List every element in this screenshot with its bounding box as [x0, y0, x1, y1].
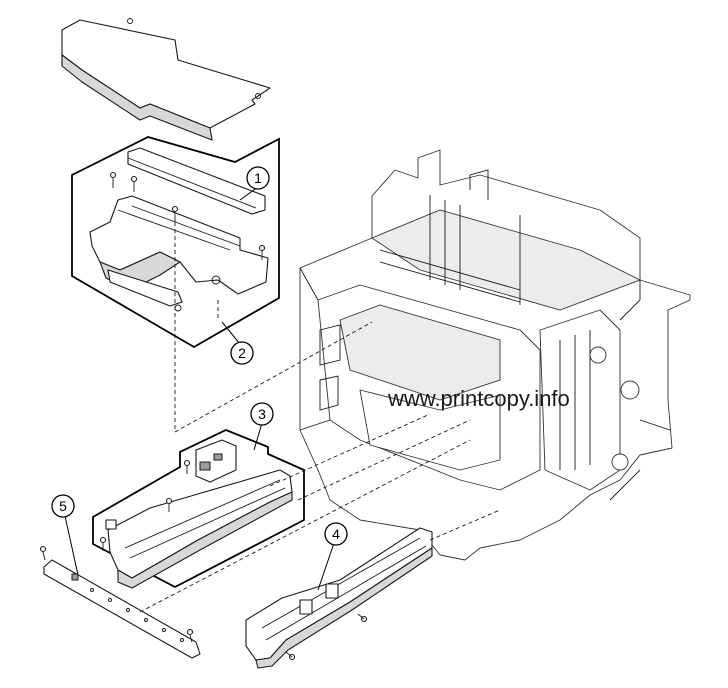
callout-label: 1: [254, 170, 262, 186]
callout-label: 5: [59, 498, 67, 514]
screw-icon: [39, 545, 194, 643]
assembly-box-3: [92, 429, 305, 589]
callout-2: 2: [221, 321, 254, 365]
watermark-text: www.printcopy.info: [387, 386, 570, 411]
strip-part-5: [39, 545, 201, 659]
callout-label: 4: [332, 526, 340, 542]
alignment-lines: [139, 222, 501, 613]
callout-1: 1: [239, 166, 270, 201]
top-cover-part: [61, 18, 271, 141]
screw-icon: [109, 171, 266, 260]
callout-5: 5: [51, 494, 79, 576]
screw-icon: [285, 613, 368, 661]
printer-frame: [299, 149, 691, 561]
callout-label: 2: [238, 345, 246, 361]
screw-icon: [99, 459, 191, 551]
callout-3: 3: [250, 402, 274, 451]
rail-part-4: [245, 527, 433, 669]
assembly-box-1-2: [71, 136, 280, 349]
callout-4: 4: [317, 522, 348, 591]
callout-label: 3: [258, 406, 266, 422]
